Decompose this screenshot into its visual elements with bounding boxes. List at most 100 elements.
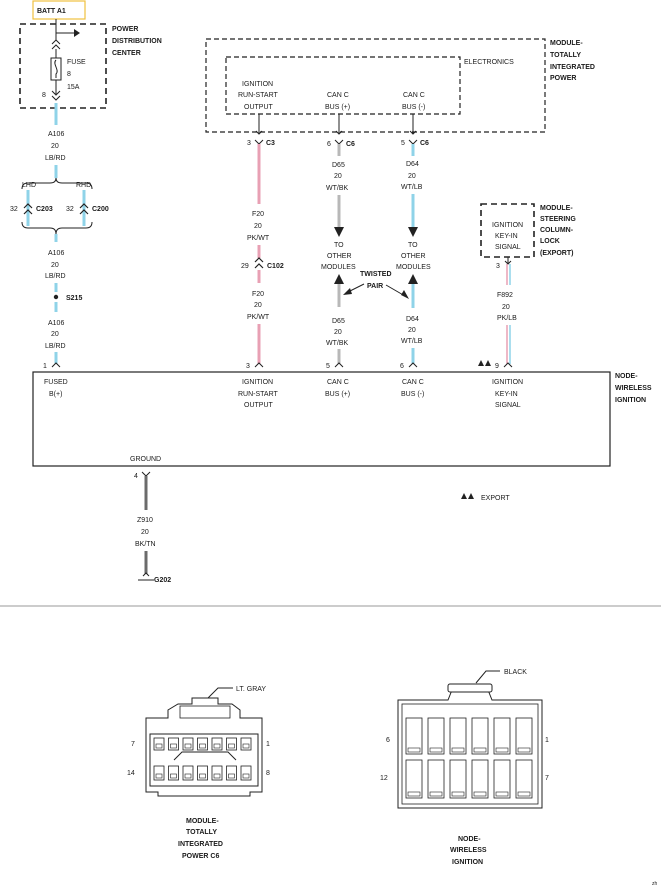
nwi-cavity-terminal [451, 791, 465, 797]
tipm-cavity-terminal [184, 773, 192, 779]
tipm-cavity-row-top [153, 737, 252, 751]
splice-dot-icon [53, 294, 59, 300]
tipm-cavity-terminal [155, 743, 163, 749]
tipm-cavity [182, 765, 194, 781]
lhd-pin: 32 [10, 206, 18, 213]
batt-a1-badge: BATT A1 [32, 0, 86, 20]
nwi-face-pin-br: 7 [545, 775, 549, 782]
tipm-module: ELECTRONICS MODULE- TOTALLY INTEGRATED P… [205, 38, 595, 135]
nwi-canp-2: BUS (+) [325, 391, 350, 398]
tipm-cavity [226, 765, 237, 781]
d64-color: WT/LB [401, 184, 423, 191]
f892-gauge: 20 [502, 304, 510, 311]
wire-f892: F892 20 PK/LB 9 [478, 264, 517, 370]
nwi-face-label-2: WIRELESS [450, 847, 487, 854]
nwi-key-2: KEY-IN [495, 391, 518, 398]
nwi-cavity-terminal [517, 747, 531, 753]
other-modules-other-1: OTHER [327, 253, 352, 260]
z910-gauge: 20 [141, 529, 149, 536]
tipm-cavity [240, 765, 252, 781]
f20-color: PK/WT [247, 235, 270, 242]
tipm-cavity [211, 765, 223, 781]
f892-circuit: F892 [497, 292, 513, 299]
nwi-cavity-terminal [495, 791, 509, 797]
power-distribution-center: FUSE 8 15A 8 POWER DISTRIBUTION CENTER [19, 19, 162, 109]
nwi-cavity [405, 759, 423, 799]
c203-label: C203 [36, 206, 53, 213]
arrow-down-icon [408, 227, 418, 237]
scm-title-2: STEERING [540, 216, 576, 223]
page-code: zh [652, 881, 658, 887]
nwi-cavity-terminal [407, 791, 421, 797]
tipm-cavity-terminal [228, 773, 235, 779]
arrow-up-icon [408, 274, 418, 284]
f892-color: PK/LB [497, 315, 517, 322]
d64-circuit-2: D64 [406, 316, 419, 323]
nwi-cavity-row-top [405, 717, 533, 755]
nwi-cavity-terminal [473, 791, 487, 797]
nwi-face-pin-tr: 1 [545, 737, 549, 744]
d64-gauge-2: 20 [408, 327, 416, 334]
fuse-amperage: 15A [67, 84, 80, 91]
rhd-pin: 32 [66, 206, 74, 213]
pdc-title-1: POWER [112, 26, 138, 33]
wire-a106-lower: A106 20 LB/RD S215 A106 20 LB/RD 1 [43, 234, 82, 370]
d65-gauge-2: 20 [334, 329, 342, 336]
other-modules-modules-1: MODULES [321, 264, 356, 271]
c6a-pin: 6 [327, 141, 331, 148]
pdc-title-3: CENTER [112, 50, 141, 57]
nwi-ign-3: OUTPUT [244, 402, 274, 409]
tipm-color-label: LT. GRAY [236, 686, 266, 693]
scm-sig-3: SIGNAL [495, 244, 521, 251]
tipm-cavity-terminal [228, 743, 235, 749]
other-modules-to-1: TO [334, 242, 344, 249]
nwi-connector-face: BLACK 6 1 12 7 NODE- WIRELESS IGNITION [380, 669, 549, 866]
scm-title-4: LOCK [540, 238, 560, 245]
nwi-canp-1: CAN C [327, 379, 349, 386]
tipm-cavity-terminal [242, 743, 250, 749]
nwi-ign-2: RUN-START [238, 391, 279, 398]
nwi-fused-2: B(+) [49, 391, 62, 398]
wire-a106: A106 20 LB/RD [45, 103, 66, 178]
tipm-title-4: POWER [550, 75, 576, 82]
d64-color-2: WT/LB [401, 338, 423, 345]
tipm-cavity-terminal [199, 743, 206, 749]
arrow-right-icon [74, 29, 80, 37]
d65-circuit: D65 [332, 162, 345, 169]
a106-gauge-3: 20 [51, 331, 59, 338]
tipm-cavity [197, 765, 208, 781]
nwi-cavity-terminal [473, 747, 487, 753]
c200-label: C200 [92, 206, 109, 213]
tipm-title-1: MODULE- [550, 40, 583, 47]
nwi-cavity-row-bottom [405, 759, 533, 799]
a106-gauge-2: 20 [51, 262, 59, 269]
nwi-face-pin-tl: 6 [386, 737, 390, 744]
d64-gauge: 20 [408, 173, 416, 180]
a106-color-2: LB/RD [45, 273, 66, 280]
tipm-ign-2: RUN-START [238, 92, 279, 99]
nwi-cavity-terminal [495, 747, 509, 753]
electronics-label: ELECTRONICS [464, 59, 514, 66]
nwi-cavity [427, 759, 445, 799]
d65-gauge: 20 [334, 173, 342, 180]
tipm-pin-bl: 14 [127, 770, 135, 777]
c102-pin: 29 [241, 263, 249, 270]
nwi-cavity-terminal [407, 747, 421, 753]
lhd-label: LHD [22, 182, 36, 189]
c200-connector-icon [79, 203, 89, 215]
tipm-cavity [153, 765, 165, 781]
tipm-cavity-terminal [199, 773, 206, 779]
nwi-cann-2: BUS (-) [401, 391, 424, 398]
nwi-key-1: IGNITION [492, 379, 523, 386]
nwi-pin-ign: 3 [246, 363, 250, 370]
tipm-face-label-3: INTEGRATED [178, 841, 223, 848]
d65-color: WT/BK [326, 185, 348, 192]
z910-circuit: Z910 [137, 517, 153, 524]
d65-circuit-2: D65 [332, 318, 345, 325]
other-modules-other-2: OTHER [401, 253, 426, 260]
scm-sig-1: IGNITION [492, 222, 523, 229]
nwi-cavity-terminal [429, 791, 443, 797]
fuse-number: 8 [67, 71, 71, 78]
nwi-cavity [515, 759, 533, 799]
export-marker-icon [461, 493, 474, 499]
